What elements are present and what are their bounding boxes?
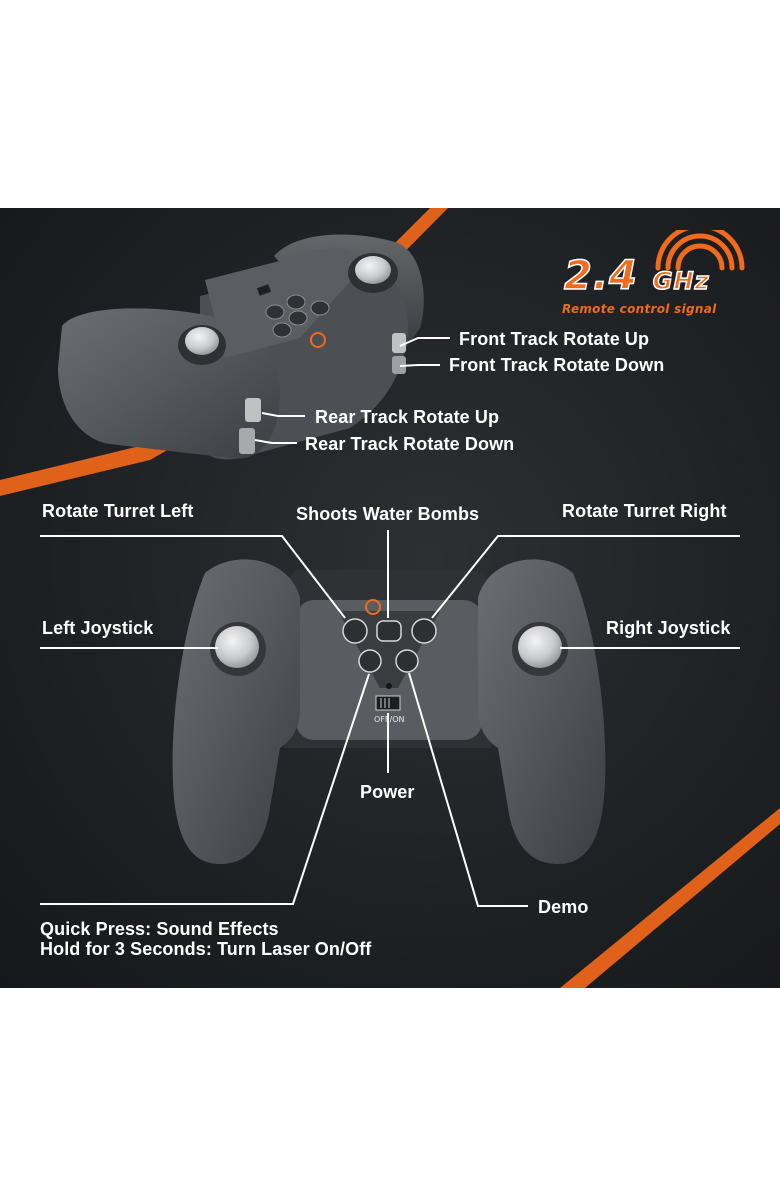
orange-stripe-top [0, 208, 448, 496]
leader-rear-up [261, 412, 305, 417]
label-right-joystick: Right Joystick [606, 618, 731, 638]
leader-demo [408, 672, 528, 907]
label-front-track-down: Front Track Rotate Down [449, 355, 665, 375]
orange-stripe-bottom [560, 808, 780, 988]
label-demo: Demo [538, 897, 589, 917]
label-front-track-up: Front Track Rotate Up [459, 329, 650, 349]
leader-rear-down [254, 439, 297, 444]
signal-subtitle: Remote control signal [562, 302, 717, 316]
leader-turret-right [431, 535, 740, 619]
label-rotate-turret-right: Rotate Turret Right [562, 501, 727, 521]
wifi-signal-icon [655, 230, 745, 271]
leader-turret-left [40, 535, 346, 619]
signal-badge: 2.4 GHz Remote control signal [560, 230, 760, 320]
label-hold-laser: Hold for 3 Seconds: Turn Laser On/Off [40, 939, 372, 959]
label-power: Power [360, 782, 415, 802]
leader-front-down [399, 364, 440, 367]
label-quick-press: Quick Press: Sound Effects [40, 919, 279, 939]
controller-illustration: OFF/ON [0, 208, 780, 988]
bottom-controller: OFF/ON [172, 559, 606, 864]
leader-front-up [399, 337, 450, 347]
top-controller [58, 234, 424, 460]
signal-frequency: 2.4 GHz [563, 253, 710, 299]
leader-sound [40, 673, 370, 905]
product-infographic-panel: OFF/ON 2.4 GHz Remote control signal Fro… [0, 208, 780, 988]
label-rear-track-up: Rear Track Rotate Up [315, 407, 500, 427]
label-left-joystick: Left Joystick [42, 618, 154, 638]
label-shoots-water-bombs: Shoots Water Bombs [296, 504, 480, 524]
switch-label: OFF/ON [374, 715, 404, 724]
label-rear-track-down: Rear Track Rotate Down [305, 434, 515, 454]
label-rotate-turret-left: Rotate Turret Left [42, 501, 194, 521]
